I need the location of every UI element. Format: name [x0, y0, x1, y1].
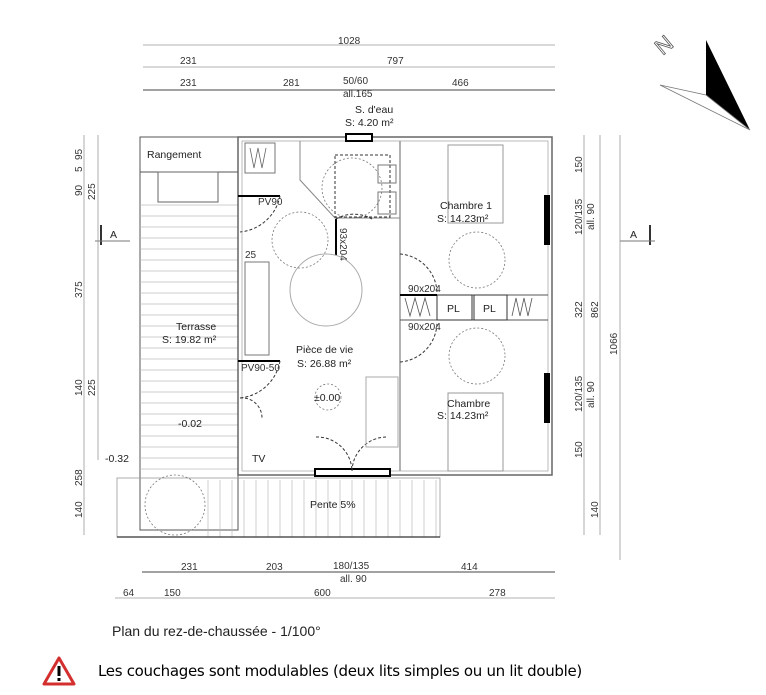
svg-text:225: 225 — [87, 379, 98, 396]
section-a-left: A — [110, 229, 117, 241]
svg-text:150: 150 — [164, 588, 181, 599]
svg-text:203: 203 — [266, 562, 283, 573]
left-dimensions: 95 5 90 225 375 140 225 258 140 — [74, 135, 99, 535]
svg-text:140: 140 — [74, 501, 85, 518]
door-90x204-b: 90x204 — [408, 322, 441, 333]
bottom-dimensions: 231 203 180/135 all. 90 414 64 150 600 2… — [115, 561, 555, 599]
level-032: -0.32 — [105, 453, 129, 465]
room-label-sdeau: S. d'eau — [355, 104, 393, 116]
svg-text:120/135: 120/135 — [574, 375, 585, 412]
building: PL PL S. d'eau S: 4.20 m² 25 PV90 PV90-5… — [237, 104, 553, 477]
svg-text:231: 231 — [181, 562, 198, 573]
svg-text:180/135: 180/135 — [333, 561, 370, 572]
room-area-piece-de-vie: S: 26.88 m² — [297, 358, 352, 370]
svg-text:95: 95 — [74, 148, 85, 160]
level-002: -0.02 — [178, 418, 202, 430]
room-label-chambre1: Chambre 1 — [440, 200, 492, 212]
room-label-chambre2: Chambre — [447, 398, 490, 410]
svg-text:278: 278 — [489, 588, 506, 599]
svg-text:all. 90: all. 90 — [340, 574, 367, 585]
svg-text:all. 90: all. 90 — [586, 381, 597, 408]
terrace: Rangement Terrasse S: 19.82 m² -0.02 -0.… — [105, 136, 239, 531]
room-area-sdeau: S: 4.20 m² — [345, 117, 394, 129]
dim-top-e: 50/60 — [343, 76, 368, 87]
svg-text:375: 375 — [74, 281, 85, 298]
svg-text:414: 414 — [461, 562, 478, 573]
svg-text:140: 140 — [590, 501, 601, 518]
room-label-piece-de-vie: Pièce de vie — [296, 344, 353, 356]
north-arrow-icon: N — [649, 30, 751, 131]
closet-pl-2: PL — [483, 303, 496, 315]
svg-text:120/135: 120/135 — [574, 198, 585, 235]
closet-pl-1: PL — [447, 303, 460, 315]
plan-caption: Plan du rez-de-chaussée - 1/100° — [112, 623, 321, 639]
warning-text: Les couchages sont modulables (deux lits… — [98, 662, 582, 680]
dim-top-f: 466 — [452, 78, 469, 89]
section-a-right: A — [630, 229, 637, 241]
dim-top-a: 231 — [180, 56, 197, 67]
svg-text:1066: 1066 — [609, 332, 620, 355]
dim-top-c: 231 — [180, 78, 197, 89]
room-area-terrasse: S: 19.82 m² — [162, 334, 217, 346]
svg-text:150: 150 — [574, 441, 585, 458]
room-area-chambre2: S: 14.23m² — [437, 410, 489, 422]
warning-note: Les couchages sont modulables (deux lits… — [42, 656, 582, 686]
room-area-chambre1: S: 14.23m² — [437, 213, 489, 225]
level-000: ±0.00 — [314, 392, 340, 404]
ramp-slope-label: Pente 5% — [310, 499, 356, 511]
section-markers: A A — [95, 225, 655, 245]
svg-text:150: 150 — [574, 156, 585, 173]
room-label-rangement: Rangement — [147, 149, 201, 161]
svg-text:140: 140 — [74, 379, 85, 396]
right-dimensions: 150 120/135 all. 90 322 120/135 all. 90 … — [574, 135, 621, 560]
dim-top-total: 1028 — [338, 36, 361, 47]
ramp: Pente 5% — [116, 474, 441, 538]
svg-text:90: 90 — [74, 184, 85, 196]
dim-25: 25 — [245, 250, 257, 261]
svg-text:64: 64 — [123, 588, 135, 599]
door-90x204-a: 90x204 — [408, 284, 441, 295]
warning-triangle-icon — [42, 656, 76, 686]
svg-text:all. 90: all. 90 — [586, 203, 597, 230]
door-pv90: PV90 — [258, 197, 283, 208]
tv-label: TV — [252, 453, 265, 465]
dim-top-e2: all.165 — [343, 89, 373, 100]
svg-text:600: 600 — [314, 588, 331, 599]
svg-text:225: 225 — [87, 183, 98, 200]
door-pv90-50: PV90-50 — [241, 363, 280, 374]
svg-text:5: 5 — [74, 166, 85, 172]
door-93x204: 93x204 — [337, 228, 348, 261]
top-dimensions: 1028 231 797 231 281 50/60 all.165 466 — [143, 36, 555, 100]
dim-top-b: 797 — [387, 56, 404, 67]
svg-text:258: 258 — [74, 469, 85, 486]
room-label-terrasse: Terrasse — [176, 321, 216, 333]
svg-text:322: 322 — [574, 301, 585, 318]
dim-top-d: 281 — [283, 78, 300, 89]
svg-text:862: 862 — [590, 301, 601, 318]
svg-text:N: N — [650, 30, 678, 59]
